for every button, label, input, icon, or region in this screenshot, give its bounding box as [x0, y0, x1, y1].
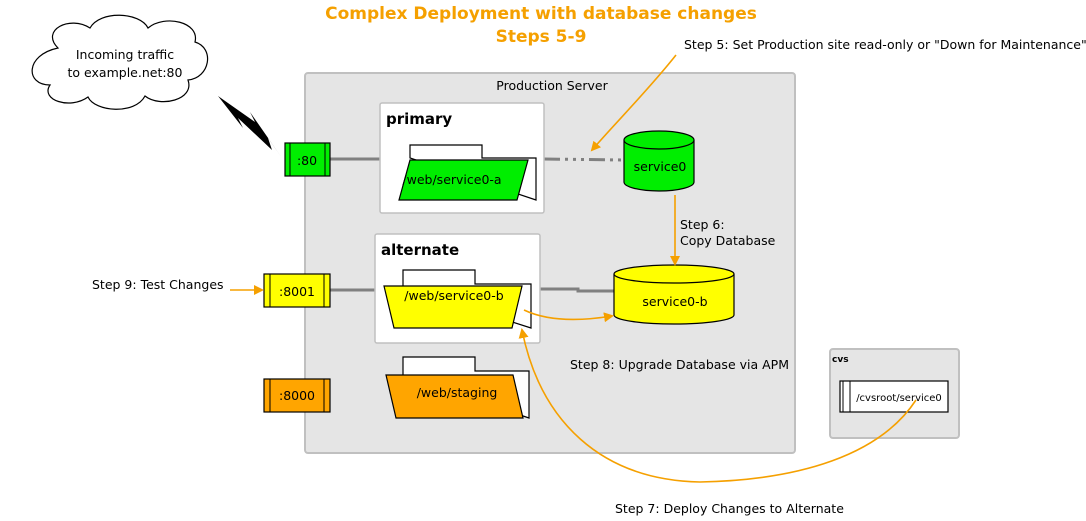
folder-service0-b-icon — [383, 269, 532, 329]
port-80 — [284, 142, 331, 177]
step6-label-line2: Copy Database — [680, 233, 776, 248]
cvs-repo-box — [839, 380, 949, 413]
port-8000-label: :8000 — [279, 388, 315, 403]
step8-arrow — [523, 309, 614, 323]
port-8001-label: :8001 — [279, 284, 315, 299]
incoming-traffic-cloud — [31, 14, 209, 110]
step9-label: Step 9: Test Changes — [92, 277, 224, 292]
cloud-label-line1: Incoming traffic — [76, 47, 174, 62]
step5-arrow — [590, 54, 677, 152]
port-80-label: :80 — [297, 153, 317, 168]
cvs-repo-label: /cvsroot/service0 — [856, 393, 942, 404]
folder-staging-icon — [385, 356, 530, 419]
connector-alternate-db — [540, 287, 615, 293]
folder-service0-b-label: /web/service0-b — [404, 288, 504, 303]
lightning-icon — [218, 96, 282, 158]
primary-title: primary — [386, 110, 452, 128]
cloud-label-line2: to example.net:80 — [68, 65, 183, 80]
folder-staging-label: /web/staging — [417, 385, 498, 400]
connector-primary-db — [543, 157, 626, 162]
database-service0-b-label: service0-b — [642, 294, 707, 309]
alternate-title: alternate — [381, 241, 459, 259]
port-8001 — [263, 273, 331, 308]
step7-label: Step 7: Deploy Changes to Alternate — [615, 501, 844, 516]
folder-service0-a-label: /web/service0-a — [402, 172, 501, 187]
port-8000 — [263, 378, 331, 413]
database-service0-b-icon — [613, 264, 735, 325]
database-service0-icon — [623, 130, 695, 192]
folder-service0-a-icon — [398, 144, 537, 201]
production-server-label: Production Server — [496, 78, 608, 93]
diagram-subtitle: Steps 5-9 — [496, 27, 587, 47]
step7-arrow — [518, 328, 917, 483]
step6-label-line1: Step 6: — [680, 217, 725, 232]
step5-label: Step 5: Set Production site read-only or… — [684, 37, 1086, 52]
diagram-title: Complex Deployment with database changes — [325, 4, 757, 24]
database-service0-label: service0 — [634, 159, 687, 174]
step8-label: Step 8: Upgrade Database via APM — [570, 357, 789, 372]
cvs-label: cvs — [832, 355, 849, 365]
